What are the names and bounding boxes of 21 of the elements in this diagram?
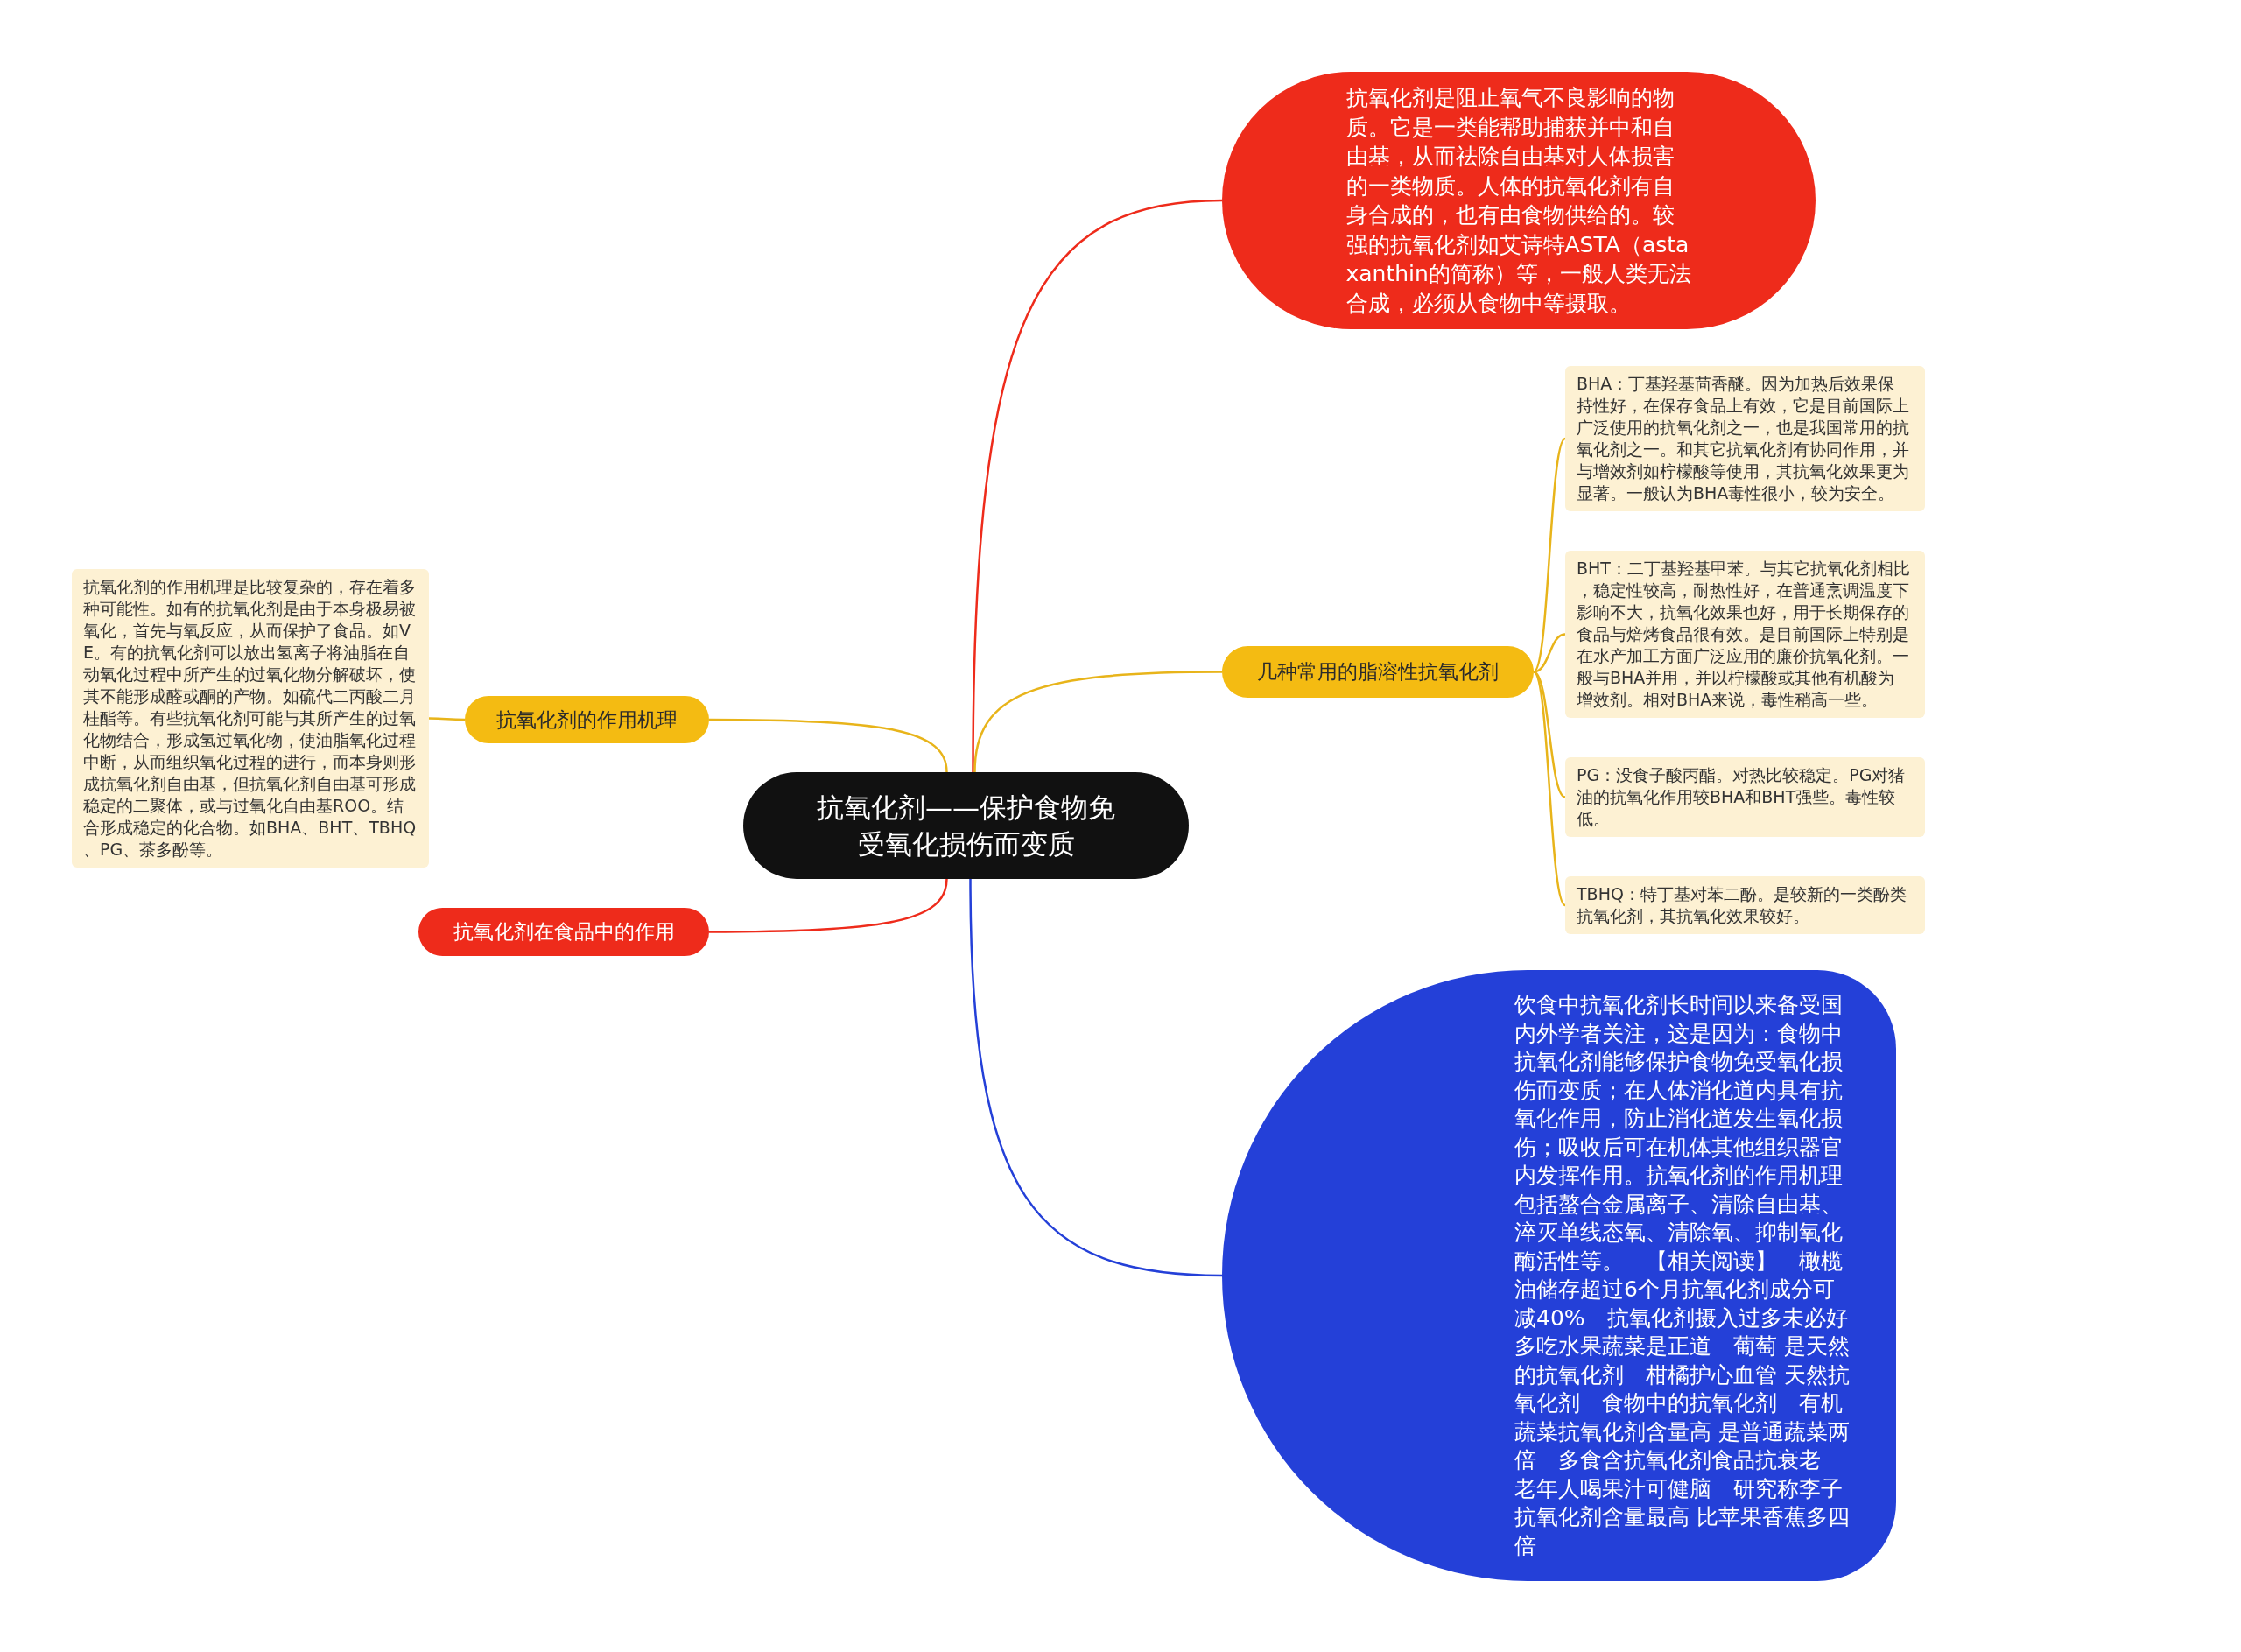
connector-line (969, 878, 1223, 1277)
connector-line (709, 718, 948, 773)
note-bubble: 抗氧化剂是阻止氧气不良影响的物质。它是一类能帮助捕获并中和自由基，从而祛除自由基对人体损害的一类物质。人体的抗氧化剂有自身合成的，也有由食物供给的。较强的抗氧化剂如艾诗特ASTA（astaxanthin的简称）等，一般人类无法合成，必须从食物中等摄取。 (1222, 72, 1816, 329)
note-bubble: 饮食中抗氧化剂长时间以来备受国内外学者关注，这是因为：食物中抗氧化剂能够保护食物免受氧化损伤而变质；在人体消化道内具有抗氧化作用，防止消化道发生氧化损伤；吸收后可在机体其他组织器官内发挥作用。抗氧化剂的作用机理包括螯合金属离子、清除自由基、淬灭单线态氧、清除氧、抑制氧化酶活性等。 【相关阅读】 橄榄油储存超过6个月抗氧化剂成分可减40% 抗氧化剂摄入过多未必好多吃水果蔬菜是正道 葡萄 是天然的抗氧化剂 柑橘护心血管 天然抗氧化剂 食物中的抗氧化剂 有机蔬菜抗氧化剂含量高 是普通蔬菜两倍 多食含抗氧化剂食品抗衰老老年人喝果汁可健脑 研究称李子抗氧化剂含量最高 比苹果香蕉多四倍 (1222, 970, 1896, 1581)
note-card: PG：没食子酸丙酯。对热比较稳定。PG对猪油的抗氧化作用较BHA和BHT强些。毒性较低。 (1565, 757, 1925, 837)
note-card: TBHQ：特丁基对苯二酚。是较新的一类酚类抗氧化剂，其抗氧化效果较好。 (1565, 876, 1925, 934)
central-topic: 抗氧化剂——保护食物免受氧化损伤而变质 (743, 772, 1189, 879)
connector-line (1533, 438, 1566, 673)
note-card: 抗氧化剂的作用机理是比较复杂的，存在着多种可能性。如有的抗氧化剂是由于本身极易被氧化，首先与氧反应，从而保护了食品。如VE。有的抗氧化剂可以放出氢离子将油脂在自动氧化过程中所产生的过氧化物分解破坏，使其不能形成醛或酮的产物。如硫代二丙酸二月桂酯等。有些抗氧化剂可能与其所产生的过氧化物结合，形成氢过氧化物，使油脂氧化过程中断，从而组织氧化过程的进行，而本身则形成抗氧化剂自由基，但抗氧化剂自由基可形成稳定的二聚体，或与过氧化自由基ROO。结合形成稳定的化合物。如BHA、BHT、TBHQ、PG、茶多酚等。 (72, 569, 429, 868)
connector-line (709, 878, 948, 933)
connector-line (972, 199, 1223, 772)
connector-line (429, 717, 465, 721)
branch-label: 抗氧化剂在食品中的作用 (418, 908, 709, 956)
branch-label: 几种常用的脂溶性抗氧化剂 (1222, 646, 1534, 698)
note-card: BHA：丁基羟基茴香醚。因为加热后效果保持性好，在保存食品上有效，它是目前国际上广泛使用的抗氧化剂之一，也是我国常用的抗氧化剂之一。和其它抗氧化剂有协同作用，并与增效剂如柠檬酸等使用，其抗氧化效果更为显著。一般认为BHA毒性很小，较为安全。 (1565, 366, 1925, 511)
connector-line (1533, 671, 1566, 798)
connector-line (1533, 633, 1566, 673)
connector-line (1533, 671, 1566, 906)
note-card: BHT：二丁基羟基甲苯。与其它抗氧化剂相比，稳定性较高，耐热性好，在普通烹调温度下影响不大，抗氧化效果也好，用于长期保存的食品与焙烤食品很有效。是目前国际上特别是在水产加工方面广泛应用的廉价抗氧化剂。一般与BHA并用，并以柠檬酸或其他有机酸为增效剂。相对BHA来说，毒性稍高一些。 (1565, 551, 1925, 718)
connector-line (973, 671, 1222, 773)
branch-label: 抗氧化剂的作用机理 (465, 696, 709, 743)
